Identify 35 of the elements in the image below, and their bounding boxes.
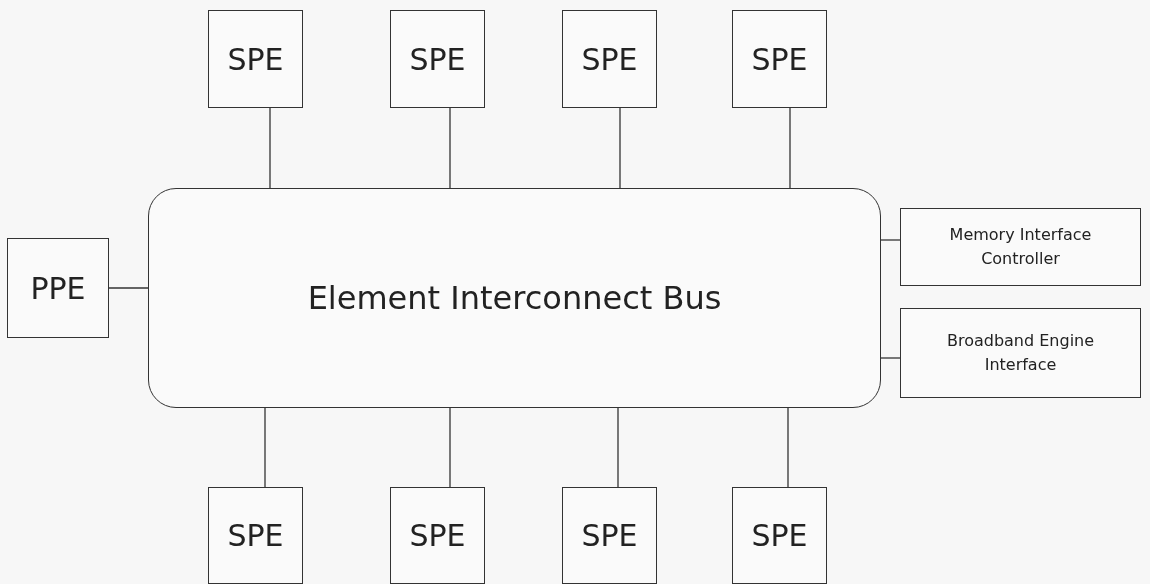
process-box (390, 10, 485, 108)
node-label: SPE (409, 517, 466, 555)
process-box (732, 487, 827, 584)
node-label: Memory Interface Controller (948, 224, 1093, 270)
process-box (732, 10, 827, 108)
connector-line (108, 287, 149, 289)
process-box (900, 208, 1141, 286)
connector-line (787, 407, 789, 488)
process-box (7, 238, 109, 338)
node-label: SPE (581, 517, 638, 555)
connector-line (880, 357, 901, 359)
node-label: SPE (751, 40, 808, 79)
node-label: SPE (581, 40, 638, 79)
connector-line (880, 239, 901, 241)
connector-line (269, 107, 271, 189)
connector-line (619, 107, 621, 189)
connector-line (449, 107, 451, 189)
process-box (562, 10, 657, 108)
node-label: PPE (30, 269, 86, 308)
node-label: SPE (227, 517, 284, 555)
connector-line (617, 407, 619, 488)
connector-line (264, 407, 266, 488)
node-label: SPE (409, 40, 466, 79)
process-box (208, 10, 303, 108)
process-box (900, 308, 1141, 398)
bus-box (148, 188, 881, 408)
node-label: Broadband Engine Interface (945, 330, 1096, 376)
process-box (562, 487, 657, 584)
connector-line (789, 107, 791, 189)
node-label: SPE (227, 40, 284, 79)
process-box (208, 487, 303, 584)
process-box (390, 487, 485, 584)
node-label: SPE (751, 517, 808, 555)
node-label: Element Interconnect Bus (307, 278, 722, 319)
connector-line (449, 407, 451, 488)
